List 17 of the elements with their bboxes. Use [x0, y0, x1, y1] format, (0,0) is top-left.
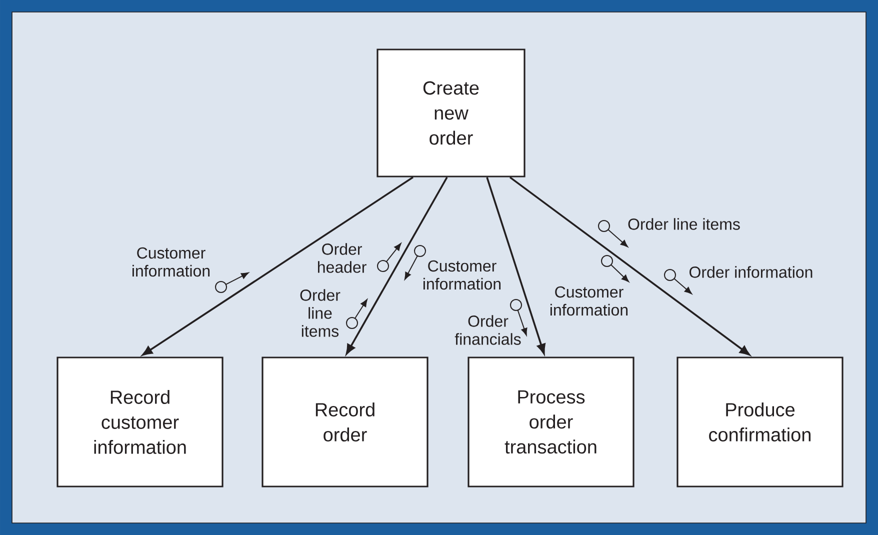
- couple-label: Order financials: [454, 315, 521, 345]
- process-box: Record customer information: [56, 356, 224, 488]
- process-box: Process order transaction: [468, 356, 634, 488]
- arrow: [142, 176, 414, 356]
- arrow: [346, 176, 448, 354]
- couple-label: Order line items: [300, 289, 340, 337]
- couple-label: Customer information: [550, 286, 628, 316]
- process-box: Produce confirmation: [676, 356, 844, 488]
- couple-label: Customer information: [424, 260, 501, 290]
- arrow: [509, 176, 750, 356]
- process-box: Record order: [262, 356, 428, 488]
- couple-label: Customer information: [132, 247, 210, 277]
- couple-label: Order information: [690, 266, 812, 278]
- arrow: [486, 177, 546, 354]
- couple-label: Order line items: [628, 218, 740, 230]
- process-box: Create new order: [376, 48, 526, 178]
- couple-label: Order header: [318, 243, 366, 273]
